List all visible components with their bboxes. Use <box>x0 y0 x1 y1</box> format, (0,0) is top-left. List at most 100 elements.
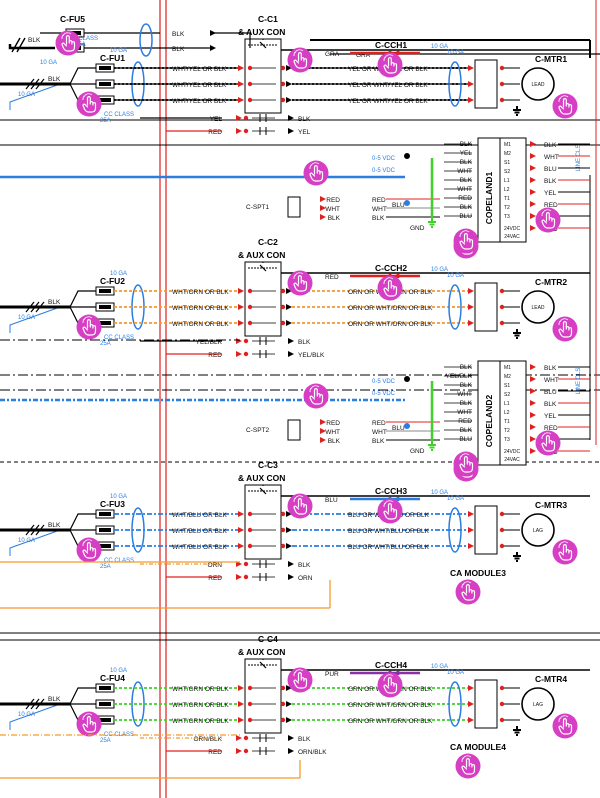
hand-pointer-icon-bg <box>535 207 561 233</box>
module-wire-label: BLK <box>460 204 473 211</box>
motor-label: C-MTR4 <box>535 674 567 684</box>
wire-arrow <box>238 304 244 310</box>
wire-arrow <box>286 717 292 723</box>
hand-pointer-icon[interactable] <box>287 270 313 296</box>
module-pins <box>499 360 527 466</box>
hand-pointer-icon[interactable] <box>76 537 102 563</box>
wire <box>69 687 96 705</box>
wire-label: GRN OR WHT/GRN OR BLK <box>348 702 433 709</box>
hand-pointer-icon[interactable] <box>535 207 561 233</box>
hand-pointer-icon[interactable] <box>55 30 81 56</box>
terminal-dot <box>247 304 253 310</box>
module-wire-label: BLK <box>460 141 473 148</box>
sensor-box <box>287 419 301 441</box>
hand-pointer-icon[interactable] <box>455 579 481 605</box>
wire-label: WHT/BLU OR BLK <box>172 528 228 535</box>
terminal-dot <box>247 320 253 326</box>
wire-label: YEL/BLK <box>298 352 325 359</box>
hand-tap-arc <box>558 318 569 326</box>
hand-pointer-icon[interactable] <box>377 498 403 524</box>
wire-label: YEL <box>298 129 311 136</box>
wire <box>259 264 267 272</box>
hand-pointer-icon[interactable] <box>453 228 479 254</box>
wire-label: BLK <box>48 522 61 529</box>
hand-pointer-icon[interactable] <box>76 91 102 117</box>
wire-arrow <box>286 527 292 533</box>
hand-pointer-icon[interactable] <box>287 47 313 73</box>
wire-arrow <box>286 543 292 549</box>
hand-pointer-icon[interactable] <box>552 539 578 565</box>
module-pin: M2 <box>504 374 511 380</box>
hand-pointer-glyph <box>383 57 398 74</box>
hand-pointer-glyph <box>541 212 556 229</box>
hand-tap-arc <box>459 453 470 461</box>
module-voltage: 24VDC <box>504 226 521 232</box>
wire-label: BLK <box>328 438 341 445</box>
fuse-element <box>99 98 111 102</box>
wire-label: ORN/BLK <box>298 749 327 756</box>
module-pin: M1 <box>504 142 511 148</box>
hand-pointer-icon-bg <box>455 753 481 779</box>
wire <box>69 513 96 531</box>
wire-label: BLK <box>48 76 61 83</box>
hand-tap-arc <box>309 385 320 393</box>
module-wire-label: BLK <box>460 400 473 407</box>
hand-tap-arc <box>461 755 472 763</box>
module-pin: T3 <box>504 214 510 220</box>
module-wire-label: BLK <box>544 142 557 149</box>
fuse-element <box>99 718 111 722</box>
hand-pointer-glyph <box>61 35 76 52</box>
hand-pointer-icon[interactable] <box>303 383 329 409</box>
aux-con-label: & AUX CON <box>238 647 285 657</box>
feed-wire <box>8 44 55 50</box>
wire-label: WHT/BLU OR BLK <box>172 512 228 519</box>
hand-pointer-icon[interactable] <box>76 711 102 737</box>
motor-icon <box>521 687 555 721</box>
hand-pointer-icon[interactable] <box>377 52 403 78</box>
hand-tap-arc <box>558 95 569 103</box>
hand-pointer-icon[interactable] <box>535 430 561 456</box>
module-pin: M2 <box>504 151 511 157</box>
contactor-label: C-C4 <box>258 634 278 644</box>
hand-pointer-icon[interactable] <box>287 667 313 693</box>
wire-arrow <box>320 196 326 202</box>
wire-arrow <box>288 115 294 121</box>
fuse-element <box>99 82 111 86</box>
wire-label: RED <box>208 575 222 582</box>
hand-pointer-icon[interactable] <box>552 316 578 342</box>
hand-pointer-icon[interactable] <box>377 275 403 301</box>
hand-pointer-icon[interactable] <box>455 753 481 779</box>
hand-pointer-icon[interactable] <box>287 493 313 519</box>
terminal-dot <box>499 527 505 533</box>
hand-pointer-icon[interactable] <box>453 451 479 477</box>
wire-label: RED <box>326 420 340 427</box>
hand-pointer-glyph <box>461 584 476 601</box>
wire-label: RED <box>372 197 386 204</box>
gauge-label: 10 GA <box>110 668 127 674</box>
hand-pointer-icon[interactable] <box>303 160 329 186</box>
hand-pointer-icon[interactable] <box>76 314 102 340</box>
wire <box>259 487 267 495</box>
wire-arrow <box>288 735 294 741</box>
wire-arrow <box>320 214 326 220</box>
wire-bundle-oval <box>448 284 462 330</box>
hand-pointer-icon-bg <box>535 430 561 456</box>
wire <box>69 67 96 85</box>
fuse-label: C-FU2 <box>100 276 125 286</box>
wire-label: BLK <box>172 31 185 38</box>
wire <box>30 524 40 536</box>
wire-arrow <box>468 288 474 294</box>
wire-arrow <box>468 320 474 326</box>
hand-tap-arc <box>459 230 470 238</box>
gauge-label: 10 GA <box>431 267 448 273</box>
terminal-dot <box>280 543 286 549</box>
hand-pointer-icon[interactable] <box>552 93 578 119</box>
wire <box>30 78 40 90</box>
wire-label: GRA <box>325 51 340 58</box>
aux-con-label: & AUX CON <box>238 473 285 483</box>
hand-pointer-icon[interactable] <box>377 672 403 698</box>
wire-arrow <box>530 436 536 442</box>
wire-arrow <box>238 685 244 691</box>
module-wire-label: WHT <box>457 409 472 416</box>
hand-pointer-icon[interactable] <box>552 713 578 739</box>
